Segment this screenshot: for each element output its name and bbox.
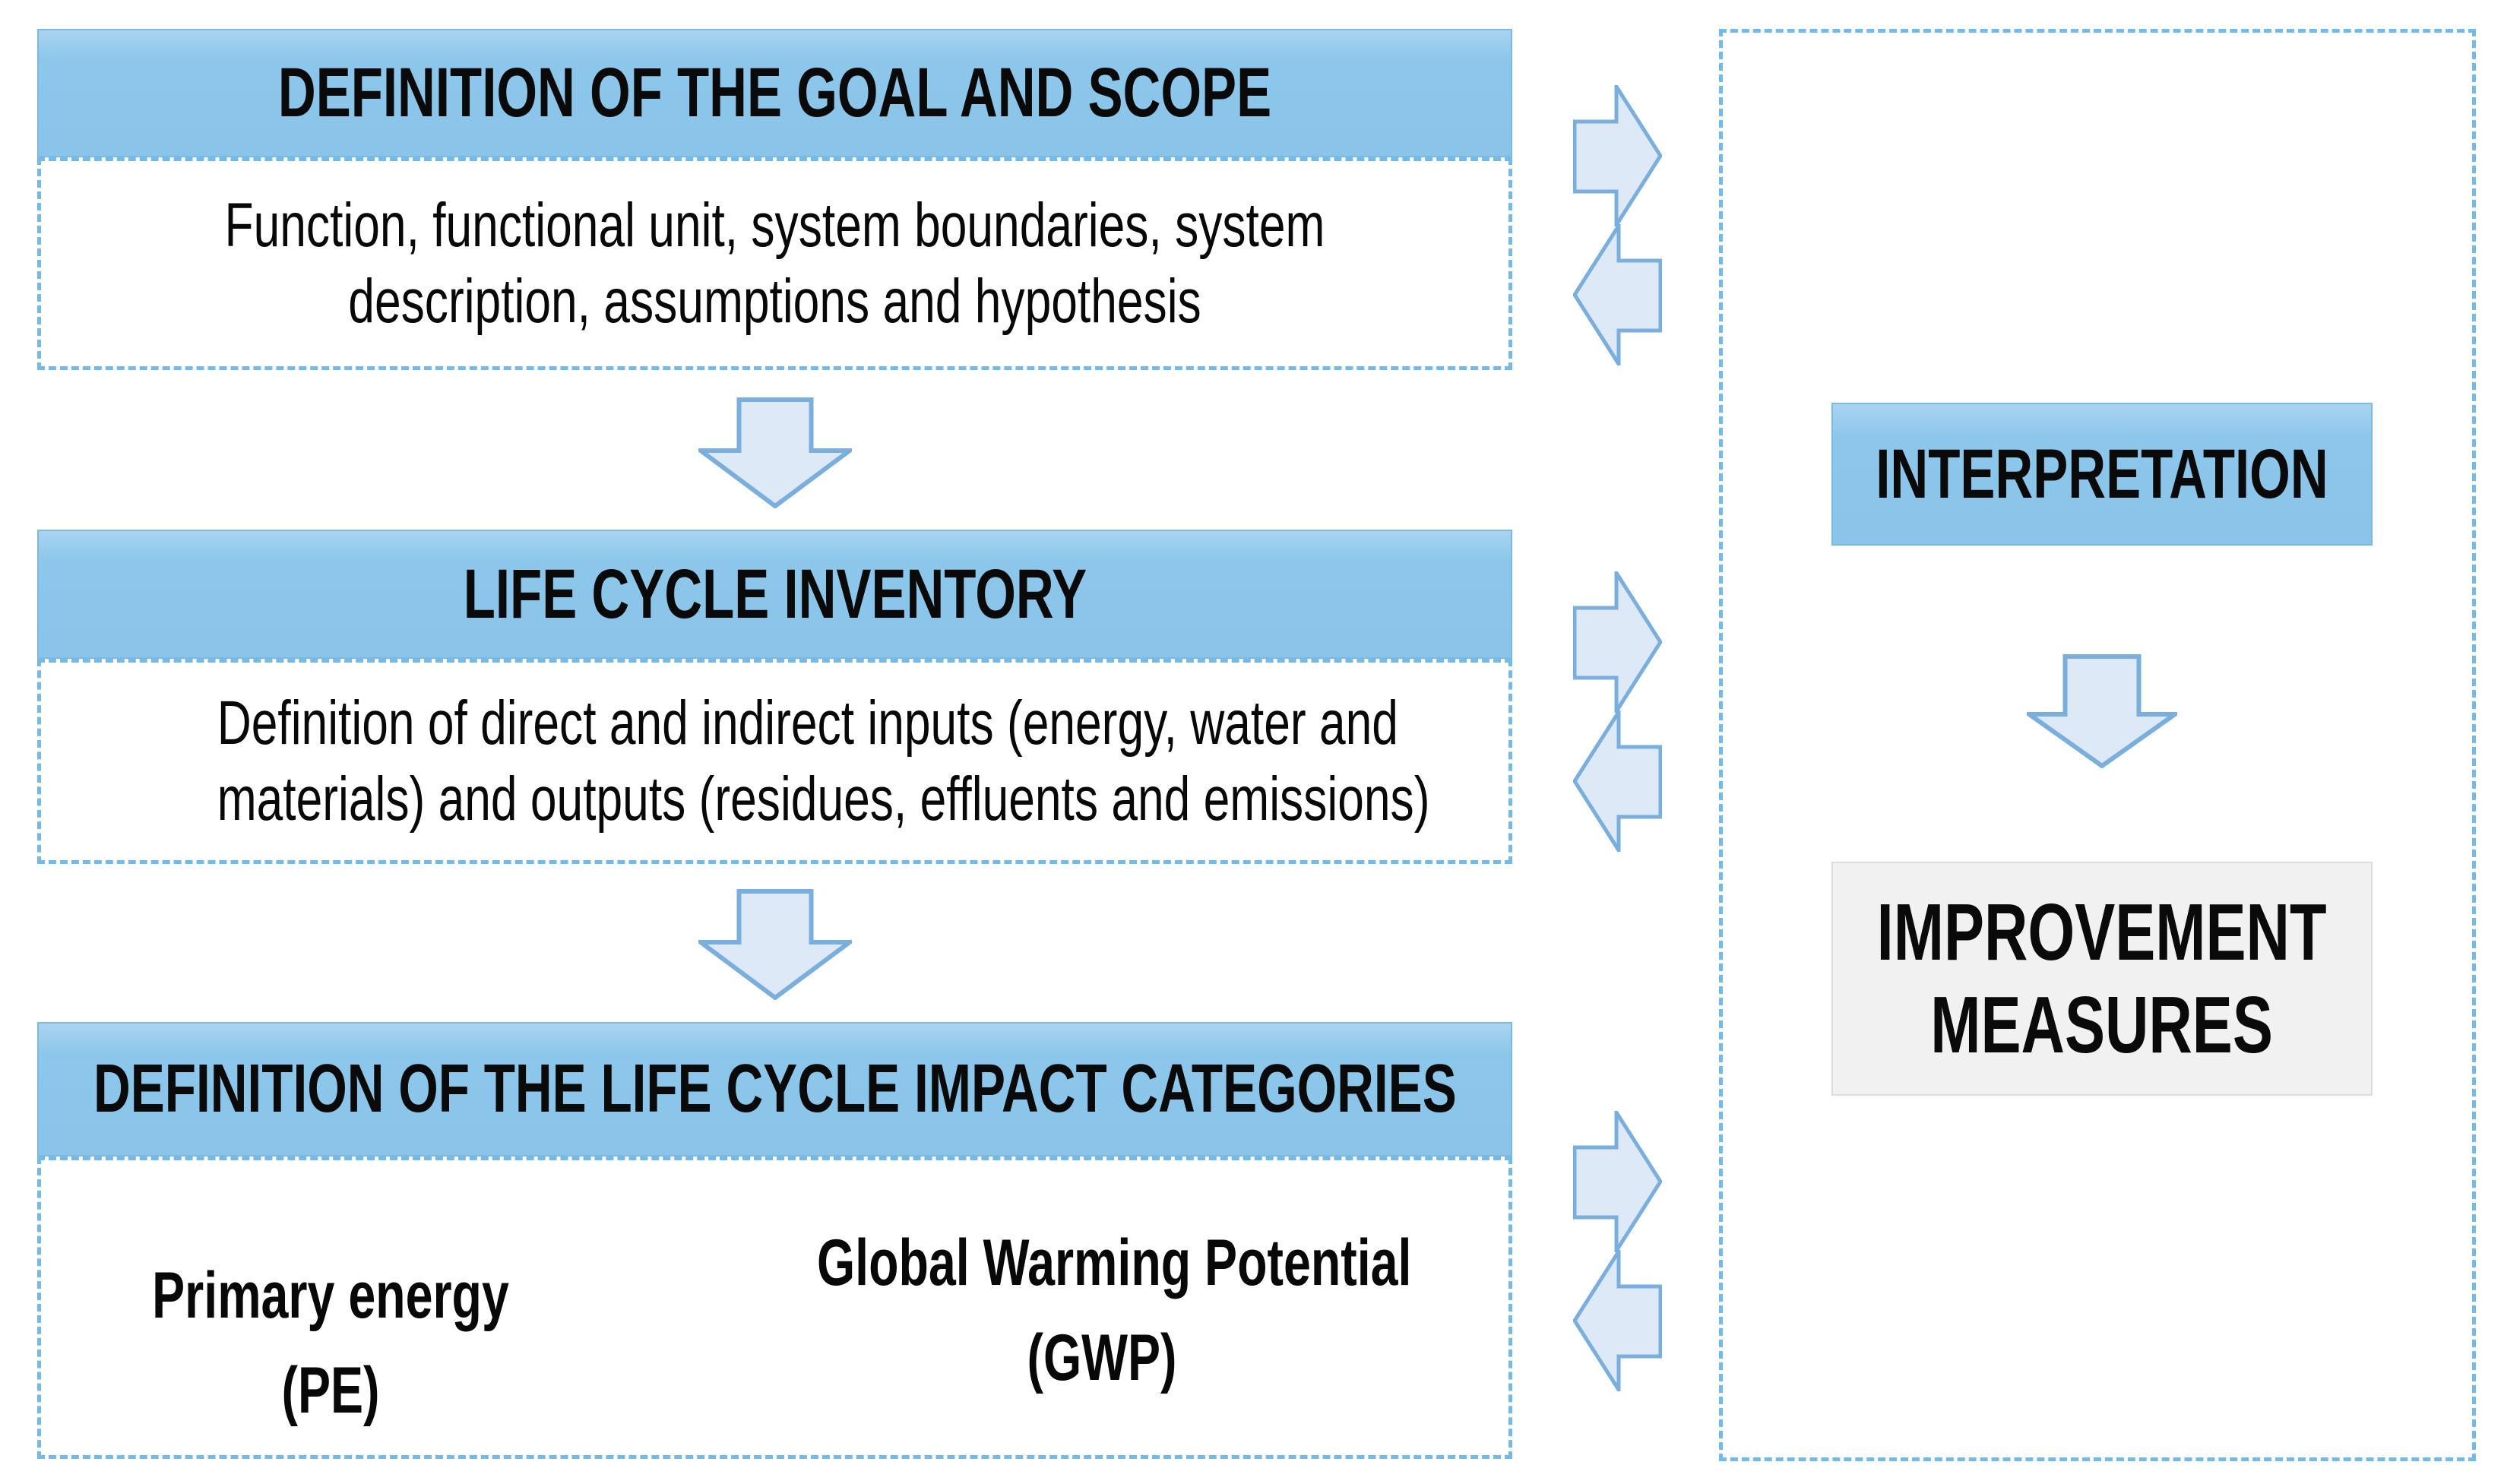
down-arrow-icon <box>698 397 852 508</box>
left-arrow-icon <box>1573 710 1662 852</box>
inventory-description: Definition of direct and indirect inputs… <box>217 685 1430 837</box>
inventory-body: Definition of direct and indirect inputs… <box>37 659 1512 864</box>
inventory-description-line1: Definition of direct and indirect inputs… <box>217 688 1398 758</box>
impact-categories-header: DEFINITION OF THE LIFE CYCLE IMPACT CATE… <box>37 1022 1512 1157</box>
gwp-line1: Global Warming Potential <box>817 1226 1412 1299</box>
inventory-header: LIFE CYCLE INVENTORY <box>37 530 1512 659</box>
primary-energy-line2: (PE) <box>281 1354 380 1427</box>
goal-scope-header-label: DEFINITION OF THE GOAL AND SCOPE <box>277 54 1272 131</box>
left-arrow-icon <box>1573 224 1662 365</box>
goal-scope-description: Function, functional unit, system bounda… <box>217 188 1333 340</box>
improvement-measures-label: IMPROVEMENT MEASURES <box>1877 886 2327 1071</box>
impact-categories-body <box>37 1157 1512 1459</box>
improvement-measures-line1: IMPROVEMENT <box>1877 888 2327 977</box>
goal-scope-header: DEFINITION OF THE GOAL AND SCOPE <box>37 29 1512 157</box>
left-arrow-icon <box>1573 1250 1662 1391</box>
right-arrow-icon <box>1573 571 1662 713</box>
down-arrow-icon <box>698 889 852 1000</box>
gwp-label: Global Warming Potential (GWP) <box>817 1216 1412 1406</box>
interpretation-header: INTERPRETATION <box>1831 403 2373 546</box>
goal-scope-description-line1: Function, functional unit, system bounda… <box>224 191 1325 260</box>
improvement-measures-box: IMPROVEMENT MEASURES <box>1831 862 2373 1096</box>
impact-categories-header-label: DEFINITION OF THE LIFE CYCLE IMPACT CATE… <box>93 1051 1457 1127</box>
right-arrow-icon <box>1573 85 1662 226</box>
inventory-header-label: LIFE CYCLE INVENTORY <box>463 555 1087 633</box>
down-arrow-icon <box>2027 654 2177 768</box>
right-arrow-icon <box>1573 1111 1662 1252</box>
primary-energy-line1: Primary energy <box>152 1259 509 1332</box>
interpretation-label: INTERPRETATION <box>1876 435 2328 513</box>
goal-scope-description-line2: description, assumptions and hypothesis <box>348 267 1201 336</box>
gwp-line2: (GWP) <box>1027 1321 1177 1394</box>
primary-energy-label: Primary energy (PE) <box>131 1248 530 1438</box>
goal-scope-body: Function, functional unit, system bounda… <box>37 157 1512 370</box>
inventory-description-line2: materials) and outputs (residues, efflue… <box>217 764 1430 834</box>
improvement-measures-line2: MEASURES <box>1930 980 2274 1070</box>
